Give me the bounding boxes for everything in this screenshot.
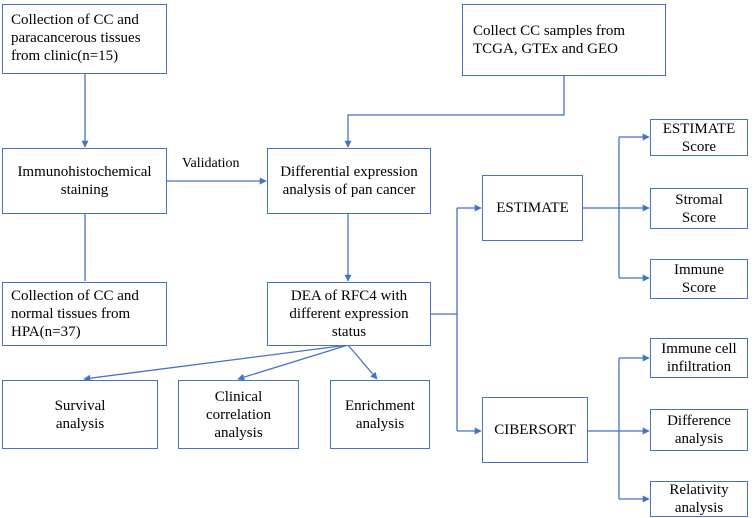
collection-clinic-box: Collection of CC and paracancerous tissu… xyxy=(2,4,167,74)
collect-samples-box: Collect CC samples from TCGA, GTEx and G… xyxy=(462,4,666,76)
difference-analysis-box: Difference analysis xyxy=(650,409,748,451)
estimate-text: ESTIMATE xyxy=(496,200,569,216)
enrichment-box: Enrichment analysis xyxy=(330,380,430,449)
cibersort-box: CIBERSORT xyxy=(482,397,588,463)
immune-cell-infiltration-text: Immune cell infiltration xyxy=(661,341,737,375)
validation-label: Validation xyxy=(182,156,240,171)
dea-pan-cancer-text: Differential expression analysis of pan … xyxy=(280,164,418,198)
dea-pan-cancer-box: Differential expression analysis of pan … xyxy=(267,148,431,214)
dea-rfc4-box: DEA of RFC4 with different expression st… xyxy=(267,282,431,346)
cibersort-text: CIBERSORT xyxy=(494,422,576,438)
collect-samples-text: Collect CC samples from TCGA, GTEx and G… xyxy=(473,23,626,57)
arrow-samples-to-dea xyxy=(344,75,565,148)
stromal-score-text: Stromal Score xyxy=(675,191,723,226)
clinical-correlation-box: Clinical correlation analysis xyxy=(178,380,299,449)
estimate-score-box: ESTIMATE Score xyxy=(650,119,748,156)
ihc-staining-text: Immunohistochemical staining xyxy=(17,164,152,198)
collection-hpa-text: Collection of CC and normal tissues from… xyxy=(11,288,139,340)
stromal-score-box: Stromal Score xyxy=(650,188,748,229)
arrow-rfc4-to-clinical xyxy=(237,344,349,381)
estimate-box: ESTIMATE xyxy=(482,175,583,241)
immune-score-box: Immune Score xyxy=(650,259,748,299)
difference-analysis-text: Difference analysis xyxy=(667,413,731,447)
arrow-rfc4-to-survival xyxy=(83,344,349,382)
relativity-analysis-box: Relativity analysis xyxy=(650,481,748,517)
clinical-correlation-text: Clinical correlation analysis xyxy=(206,388,271,441)
estimate-score-text: ESTIMATE Score xyxy=(662,120,736,155)
immune-cell-infiltration-box: Immune cell infiltration xyxy=(650,338,748,378)
survival-text: Survival analysis xyxy=(54,397,106,432)
collection-hpa-box: Collection of CC and normal tissues from… xyxy=(2,282,167,346)
immune-score-text: Immune Score xyxy=(674,262,724,296)
relativity-analysis-text: Relativity analysis xyxy=(669,482,729,516)
survival-box: Survival analysis xyxy=(2,380,158,449)
ihc-staining-box: Immunohistochemical staining xyxy=(2,148,167,214)
collection-clinic-text: Collection of CC and paracancerous tissu… xyxy=(11,12,141,64)
enrichment-text: Enrichment analysis xyxy=(345,397,415,432)
arrow-rfc4-to-enrichment xyxy=(347,344,378,380)
dea-rfc4-text: DEA of RFC4 with different expression st… xyxy=(289,288,409,340)
